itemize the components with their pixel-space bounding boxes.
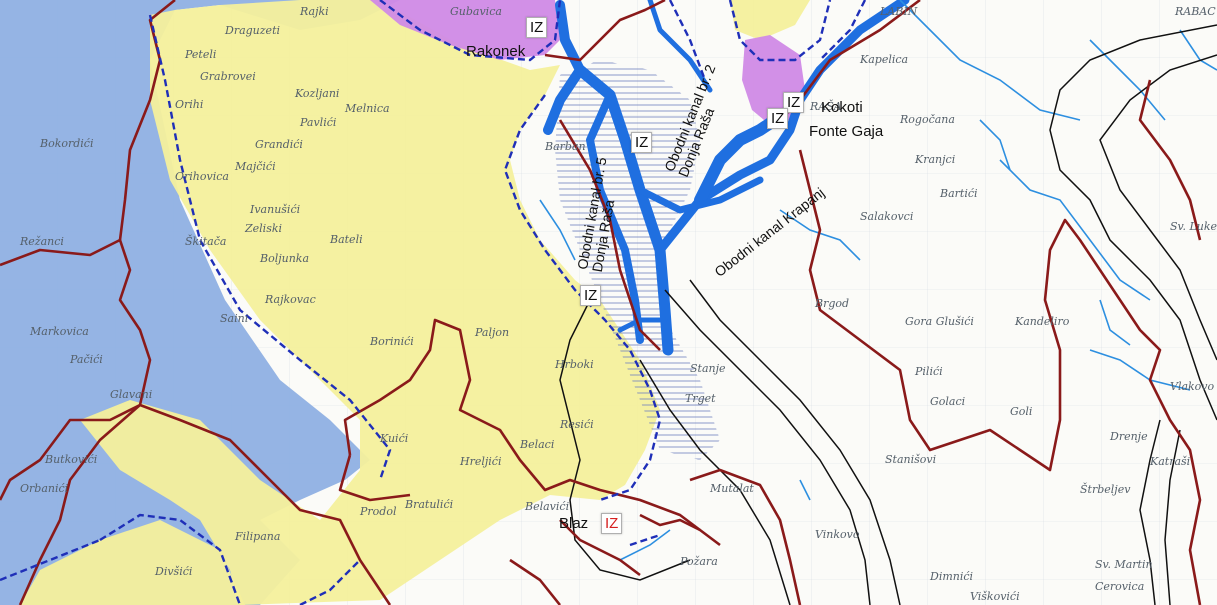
label-fonte-gaja: Fonte Gaja	[809, 123, 884, 140]
svg-text:Salakovci: Salakovci	[860, 210, 913, 223]
svg-text:Belavići: Belavići	[524, 500, 569, 513]
svg-text:Resići: Resići	[559, 418, 594, 431]
svg-text:RAŠA: RAŠA	[809, 99, 842, 113]
svg-text:Stanje: Stanje	[690, 362, 726, 375]
iz-marker-rakonek: IZ	[526, 17, 548, 38]
svg-text:Zeliski: Zeliski	[244, 222, 282, 235]
canal-network	[543, 0, 910, 356]
svg-text:Goli: Goli	[1010, 405, 1032, 418]
svg-text:Drenje: Drenje	[1109, 430, 1148, 443]
svg-text:Borinići: Borinići	[369, 335, 414, 348]
svg-text:Orbanići: Orbanići	[20, 482, 68, 495]
svg-text:Požara: Požara	[679, 555, 718, 568]
svg-text:Pačići: Pačići	[69, 353, 103, 366]
svg-text:Bateli: Bateli	[329, 233, 363, 246]
svg-text:Ivanušići: Ivanušići	[249, 203, 300, 216]
iz-marker-blaz: IZ	[601, 513, 623, 534]
svg-text:Gora Glušići: Gora Glušići	[905, 315, 974, 328]
basemap-place-names: Gubavica Rajki Draguzeti Peteli Grabrove…	[19, 5, 1217, 603]
svg-text:Rajkovac: Rajkovac	[264, 293, 316, 306]
svg-text:Orihi: Orihi	[175, 98, 203, 111]
protection-zone-boundaries	[0, 0, 867, 605]
svg-text:Bokordići: Bokordići	[39, 137, 94, 150]
svg-text:Melnica: Melnica	[344, 102, 390, 115]
svg-text:Katraši: Katraši	[1149, 455, 1190, 468]
svg-text:Bratulići: Bratulići	[404, 498, 453, 511]
iz-marker-fonte-gaja: IZ	[767, 108, 789, 129]
svg-text:Grandići: Grandići	[255, 138, 303, 151]
iz-marker-kokoti: IZ	[783, 92, 805, 113]
svg-text:Peteli: Peteli	[184, 48, 216, 61]
blue-zone-west	[0, 0, 400, 605]
svg-text:Sv. Martin: Sv. Martin	[1095, 558, 1153, 571]
label-rakonek: Rakonek	[466, 43, 526, 60]
svg-text:Glavani: Glavani	[110, 388, 152, 401]
svg-text:Trget: Trget	[685, 392, 716, 405]
svg-text:Režanci: Režanci	[19, 235, 64, 248]
svg-text:Kuići: Kuići	[379, 432, 408, 445]
svg-text:Gubavica: Gubavica	[450, 5, 502, 18]
svg-text:Brgod: Brgod	[814, 297, 849, 310]
svg-text:Pilići: Pilići	[914, 365, 943, 378]
svg-text:Kandeliro: Kandeliro	[1014, 315, 1070, 328]
svg-text:Mutalat: Mutalat	[709, 482, 754, 495]
svg-text:Prodol: Prodol	[359, 505, 397, 518]
svg-text:Pavlići: Pavlići	[299, 116, 336, 129]
svg-text:Rogočana: Rogočana	[899, 113, 955, 126]
svg-text:Vlakovo: Vlakovo	[1170, 380, 1215, 393]
svg-text:Sv. Lukec: Sv. Lukec	[1170, 220, 1217, 233]
svg-text:Kranjci: Kranjci	[914, 153, 955, 166]
svg-text:Grabrovei: Grabrovei	[200, 70, 256, 83]
svg-text:Štrbeljev: Štrbeljev	[1080, 482, 1131, 496]
svg-text:Rajki: Rajki	[299, 5, 329, 18]
svg-text:Saini: Saini	[220, 312, 248, 325]
iz-marker-barban: IZ	[631, 132, 653, 153]
svg-text:Škitača: Škitača	[185, 234, 226, 248]
yellow-zone-small	[20, 520, 245, 605]
svg-text:Hreljići: Hreljići	[459, 455, 502, 468]
svg-text:Bartići: Bartići	[939, 187, 978, 200]
svg-text:Butkovići: Butkovići	[44, 453, 97, 466]
svg-text:Golaci: Golaci	[930, 395, 965, 408]
yellow-zone-north	[730, 0, 810, 40]
svg-text:Viškovići: Viškovići	[970, 590, 1020, 603]
svg-text:Orihovica: Orihovica	[175, 170, 229, 183]
svg-text:Markovica: Markovica	[29, 325, 89, 338]
svg-text:Majčići: Majčići	[234, 160, 276, 173]
streams	[539, 0, 1217, 561]
svg-text:Kozljani: Kozljani	[294, 87, 339, 100]
svg-text:Filipana: Filipana	[234, 530, 280, 543]
svg-text:Stanišovi: Stanišovi	[885, 453, 936, 466]
svg-text:Belaci: Belaci	[519, 438, 554, 451]
svg-text:RABAC: RABAC	[1174, 5, 1216, 18]
svg-text:LABIN: LABIN	[879, 5, 918, 18]
svg-text:Kapelica: Kapelica	[859, 53, 908, 66]
svg-text:Boljunka: Boljunka	[259, 252, 309, 265]
svg-text:Divšići: Divšići	[154, 565, 192, 578]
svg-text:Vinkovo: Vinkovo	[815, 528, 860, 541]
svg-text:Draguzeti: Draguzeti	[224, 24, 280, 37]
svg-text:Dimnići: Dimnići	[929, 570, 973, 583]
svg-text:Barban: Barban	[544, 140, 586, 153]
label-kokoti: Kokoti	[821, 99, 863, 116]
violet-zone-north	[370, 0, 560, 60]
svg-text:Paljon: Paljon	[474, 326, 509, 339]
svg-text:Hrboki: Hrboki	[554, 358, 594, 371]
svg-text:Cerovica: Cerovica	[1095, 580, 1144, 593]
iz-marker-hrboki: IZ	[580, 285, 602, 306]
label-blaz: Blaz	[559, 515, 589, 532]
